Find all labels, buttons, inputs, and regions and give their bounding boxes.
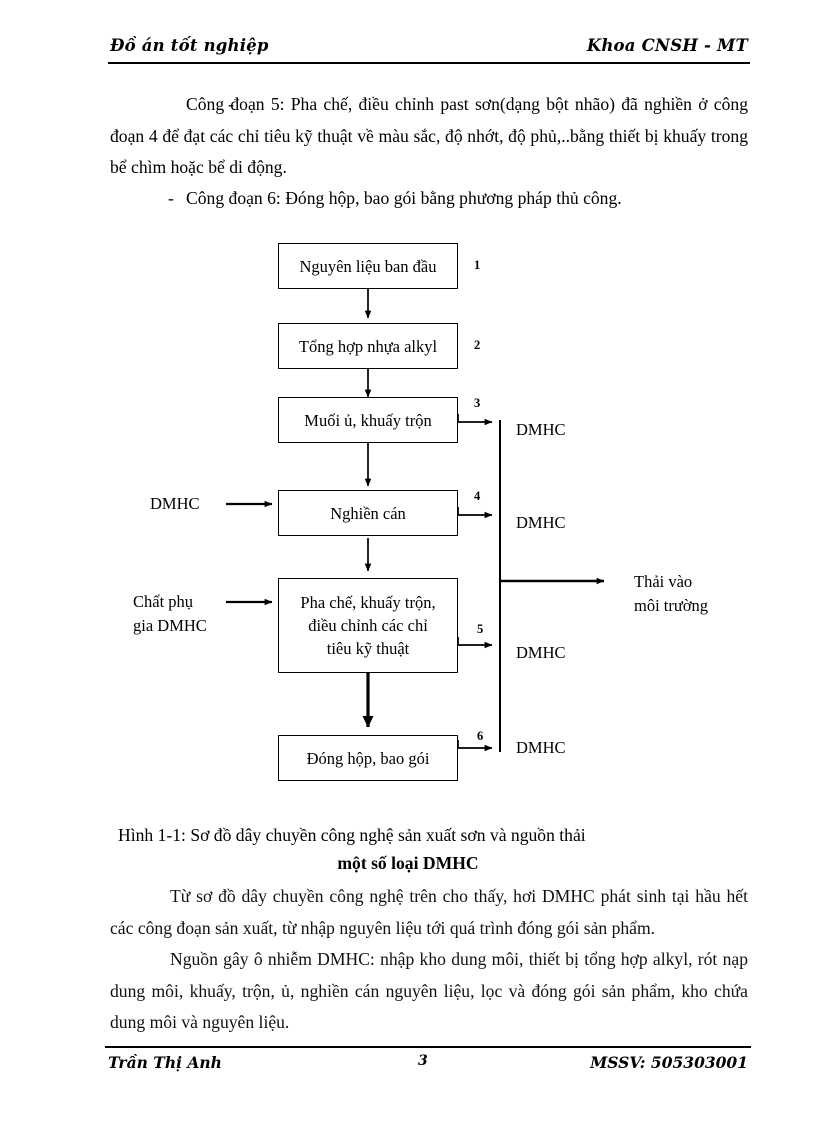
output-label-line-1: Thải vào bbox=[634, 572, 693, 591]
output-label-line-2: môi trường bbox=[634, 595, 709, 615]
flow-box-6-number: 6 bbox=[477, 729, 484, 743]
input-label-additive-line-2: gia DMHC bbox=[133, 615, 207, 635]
footer-page-number: 3 bbox=[418, 1053, 428, 1069]
input-label-dmhc-box4: DMHC bbox=[150, 494, 200, 513]
flow-box-3-number: 3 bbox=[474, 396, 481, 410]
input-label-additive-line-1: Chất phụ bbox=[133, 592, 194, 611]
paragraph-1: Từ sơ đồ dây chuyền công nghệ trên cho t… bbox=[110, 886, 748, 938]
footer-student-id: MSSV: 505303001 bbox=[590, 1053, 748, 1072]
header-right-title: Khoa CNSH - MT bbox=[586, 36, 748, 55]
footer-rule bbox=[105, 1046, 751, 1048]
flow-box-5-line-1: Pha chế, khuấy trộn, bbox=[300, 593, 436, 612]
bullet-text-6: Công đoạn 6: Đóng hộp, bao gói bằng phươ… bbox=[186, 188, 622, 208]
page-footer: Trần Thị Anh 3 MSSV: 505303001 bbox=[105, 1046, 751, 1082]
figure-caption-line-1: Hình 1-1: Sơ đồ dây chuyền công nghệ sản… bbox=[118, 825, 586, 845]
header-left-title: Đồ án tốt nghiệp bbox=[110, 36, 269, 55]
flow-box-5-line-3: tiêu kỹ thuật bbox=[326, 639, 410, 658]
flow-box-4-number: 4 bbox=[474, 489, 481, 503]
emission-label-4: DMHC bbox=[516, 513, 566, 532]
output-label-environment: Thải vào môi trường bbox=[634, 570, 708, 617]
flow-box-5-line-2: điều chỉnh các chỉ bbox=[308, 616, 428, 635]
bullet-item-stage-6: - Công đoạn 6: Đóng hộp, bao gói bằng ph… bbox=[110, 183, 748, 215]
emission-label-5: DMHC bbox=[516, 643, 566, 662]
flow-box-1: Nguyên liệu ban đầu bbox=[278, 243, 458, 289]
emission-label-3: DMHC bbox=[516, 420, 566, 439]
bullet-marker-5: - bbox=[228, 94, 234, 114]
flow-box-3: Muối ủ, khuấy trộn bbox=[278, 397, 458, 443]
bullet-text-5: Công đoạn 5: Pha chế, điều chỉnh past sơ… bbox=[110, 94, 748, 177]
input-label-additive-box5: Chất phụ gia DMHC bbox=[133, 590, 207, 637]
paragraph-2: Nguồn gây ô nhiễm DMHC: nhập kho dung mô… bbox=[110, 949, 748, 1032]
flow-box-5: Pha chế, khuấy trộn, điều chỉnh các chỉ … bbox=[278, 578, 458, 673]
figure-caption-line-2: một số loại DMHC bbox=[337, 853, 479, 873]
flow-box-1-number: 1 bbox=[474, 258, 481, 272]
arrow-box3-emission bbox=[457, 414, 493, 426]
emission-label-6: DMHC bbox=[516, 738, 566, 757]
bullet-item-stage-5: - Công đoạn 5: Pha chế, điều chỉnh past … bbox=[110, 89, 748, 184]
arrow-box4-emission bbox=[457, 507, 493, 519]
bullet-marker-6: - bbox=[168, 188, 174, 208]
arrow-box5-emission bbox=[457, 637, 493, 649]
header-rule bbox=[108, 62, 750, 64]
arrow-box6-emission bbox=[457, 740, 493, 752]
page-header: Đồ án tốt nghiệp Khoa CNSH - MT bbox=[108, 36, 750, 66]
footer-author: Trần Thị Anh bbox=[108, 1053, 222, 1072]
flow-box-2: Tổng hợp nhựa alkyl bbox=[278, 323, 458, 369]
flow-box-2-number: 2 bbox=[474, 338, 481, 352]
flow-box-6: Đóng hộp, bao gói bbox=[278, 735, 458, 781]
flow-box-5-number: 5 bbox=[477, 622, 484, 636]
flow-box-4: Nghiền cán bbox=[278, 490, 458, 536]
